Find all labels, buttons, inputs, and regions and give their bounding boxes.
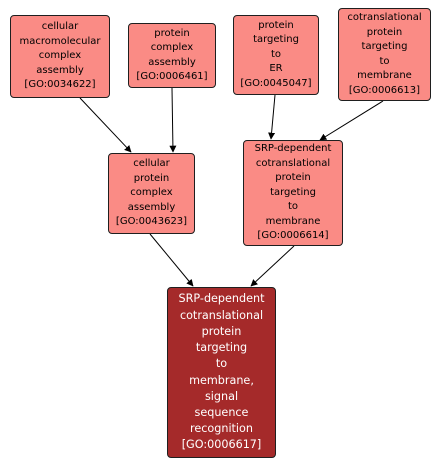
go-term-node-cotranslational-protein-targeting-to-membrane[interactable]: cotranslational protein targeting to mem…	[338, 8, 431, 101]
edge-n4-to-n6	[319, 100, 384, 141]
go-term-node-srp-dependent-signal-sequence-recognition[interactable]: SRP-dependent cotranslational protein ta…	[167, 287, 276, 458]
node-label: protein complex assembly [GO:0006461]	[136, 27, 208, 83]
node-label: SRP-dependent cotranslational protein ta…	[254, 143, 332, 242]
edge-n1-to-n5	[79, 97, 132, 153]
edge-n2-to-n5	[169, 87, 177, 153]
node-label: SRP-dependent cotranslational protein ta…	[178, 292, 265, 452]
node-label: cellular macromolecular complex assembly…	[19, 21, 101, 91]
edge-n3-to-n6	[268, 94, 276, 140]
node-label: cellular protein complex assembly [GO:00…	[115, 158, 188, 228]
go-term-node-protein-targeting-to-er[interactable]: protein targeting to ER [GO:0045047]	[233, 15, 319, 95]
go-term-node-srp-dependent-cotranslational-protein-targeting[interactable]: SRP-dependent cotranslational protein ta…	[243, 140, 343, 246]
go-term-node-protein-complex-assembly[interactable]: protein complex assembly [GO:0006461]	[128, 23, 216, 88]
edge-n5-to-n7	[149, 233, 194, 287]
node-label: protein targeting to ER [GO:0045047]	[240, 19, 312, 89]
edge-n6-to-n7	[250, 245, 295, 287]
go-term-node-cellular-macromolecular-complex-assembly[interactable]: cellular macromolecular complex assembly…	[10, 15, 110, 98]
node-label: cotranslational protein targeting to mem…	[347, 12, 422, 96]
go-term-node-cellular-protein-complex-assembly[interactable]: cellular protein complex assembly [GO:00…	[108, 153, 195, 234]
